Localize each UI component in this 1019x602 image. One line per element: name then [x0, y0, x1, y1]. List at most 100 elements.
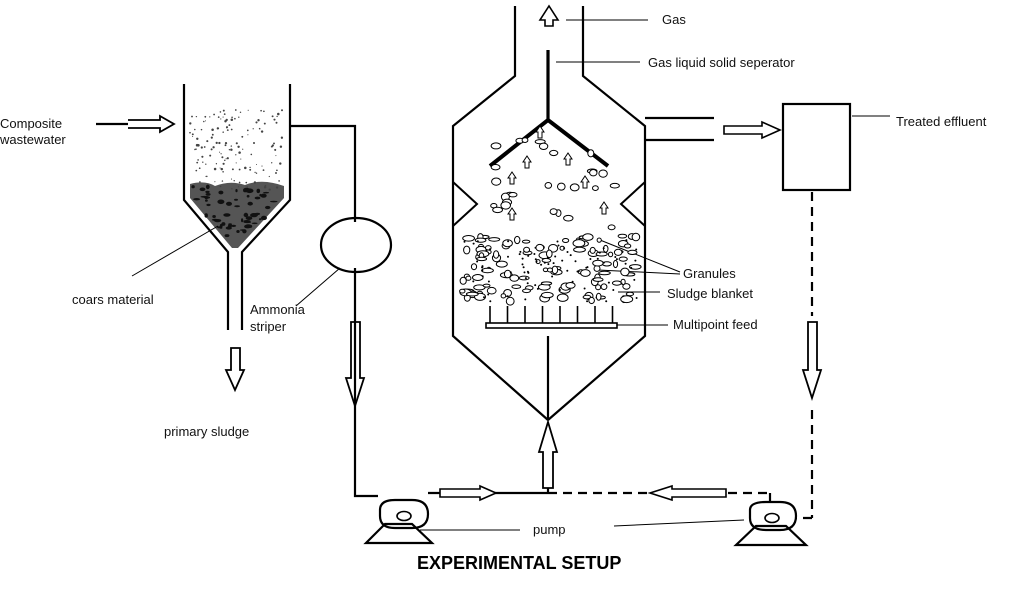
- granule-dot: [519, 250, 522, 253]
- particle-dot: [239, 111, 242, 114]
- coarse-particle: [261, 215, 267, 221]
- granule-dot: [586, 300, 589, 303]
- granule-dot: [472, 280, 475, 283]
- particle-dot: [210, 136, 213, 139]
- particle-dot: [252, 141, 256, 145]
- particle-dot: [275, 155, 277, 157]
- gas-bubble: [609, 182, 620, 189]
- pipe-down-arrow-left: [344, 321, 366, 409]
- granule: [565, 282, 576, 289]
- particle-dot: [206, 140, 209, 143]
- granule-dot: [561, 259, 564, 262]
- particle-dot: [230, 145, 233, 147]
- particle-dot: [238, 181, 241, 184]
- particle-dot: [255, 163, 258, 166]
- particle-dot: [271, 162, 273, 164]
- particle-dot: [228, 124, 231, 127]
- granule-dot: [534, 284, 537, 287]
- gas-bubble: [557, 182, 566, 191]
- coarse-particle: [241, 218, 244, 223]
- granule-dot: [489, 248, 492, 251]
- granule-dot: [566, 251, 569, 253]
- particle-dot: [276, 169, 278, 172]
- granule: [540, 281, 553, 286]
- particle-dot: [199, 181, 201, 183]
- particle-dot: [224, 120, 227, 123]
- granule: [598, 270, 611, 276]
- rising-arrow: [580, 175, 590, 189]
- particle-dot: [220, 167, 224, 171]
- granule-dot: [489, 300, 492, 303]
- particle-dot: [230, 178, 233, 180]
- rising-arrow: [599, 201, 609, 215]
- particle-dot: [235, 154, 237, 156]
- particle-dot: [214, 181, 216, 183]
- granule-dot: [635, 248, 638, 251]
- particle-dot: [268, 188, 271, 191]
- granule-dot: [547, 263, 550, 266]
- particle-dot: [275, 172, 277, 174]
- particle-dot: [211, 128, 214, 132]
- granule-dot: [634, 259, 637, 262]
- granule-dot: [574, 260, 577, 263]
- granule-dot: [554, 255, 557, 258]
- granule-dot: [558, 289, 561, 291]
- granule-dot: [577, 270, 580, 273]
- coarse-particle: [245, 188, 254, 194]
- feed-pipe: [290, 124, 378, 498]
- coarse-particle: [204, 213, 208, 218]
- granule-dot: [487, 280, 490, 283]
- particle-dot: [220, 153, 222, 155]
- particle-dot: [246, 129, 249, 132]
- gas-bubble: [490, 164, 501, 171]
- particle-dot: [219, 167, 221, 169]
- particle-dot: [201, 155, 204, 158]
- granule: [482, 283, 491, 288]
- particle-dot: [226, 127, 228, 129]
- granule-dot: [527, 254, 530, 257]
- particle-dot: [218, 141, 221, 145]
- particle-dot: [209, 116, 211, 118]
- particle-dot: [223, 113, 226, 115]
- granule-dot: [633, 278, 636, 281]
- granule: [514, 235, 521, 245]
- particle-dot: [217, 116, 220, 118]
- particle-dot: [252, 128, 254, 130]
- granule-dot: [615, 258, 618, 261]
- granule: [546, 249, 553, 259]
- granule-dot: [586, 266, 589, 269]
- coarse-particle: [234, 198, 238, 201]
- granule: [613, 248, 623, 256]
- rising-arrow: [507, 207, 517, 221]
- particle-dot: [255, 121, 258, 124]
- particle-dot: [224, 144, 227, 147]
- granule: [627, 249, 638, 255]
- coarse-particle: [251, 222, 258, 225]
- coars-material-label: coars material: [72, 292, 154, 307]
- granule: [495, 260, 508, 268]
- particle-dot: [226, 157, 229, 160]
- particle-dot: [230, 118, 234, 121]
- particle-dot: [231, 168, 234, 171]
- granule: [505, 296, 515, 306]
- granule-dot: [607, 281, 610, 284]
- granule: [608, 251, 614, 258]
- granule: [518, 275, 530, 281]
- granule-dot: [569, 254, 572, 257]
- coars-material-pointer: [131, 225, 219, 277]
- particle-dot: [224, 141, 228, 145]
- particle-dot: [195, 115, 198, 118]
- particle-dot: [196, 161, 199, 164]
- granule: [522, 288, 531, 294]
- coarse-particle: [205, 199, 208, 202]
- particle-dot: [255, 172, 258, 174]
- gas-bubble: [587, 149, 595, 158]
- sludge-granules: [459, 232, 642, 306]
- particle-dot: [222, 131, 224, 133]
- coarse-particle: [270, 200, 278, 203]
- particle-dot: [217, 127, 220, 130]
- granule: [612, 259, 619, 269]
- multipoint-feed-label: Multipoint feed: [673, 317, 758, 332]
